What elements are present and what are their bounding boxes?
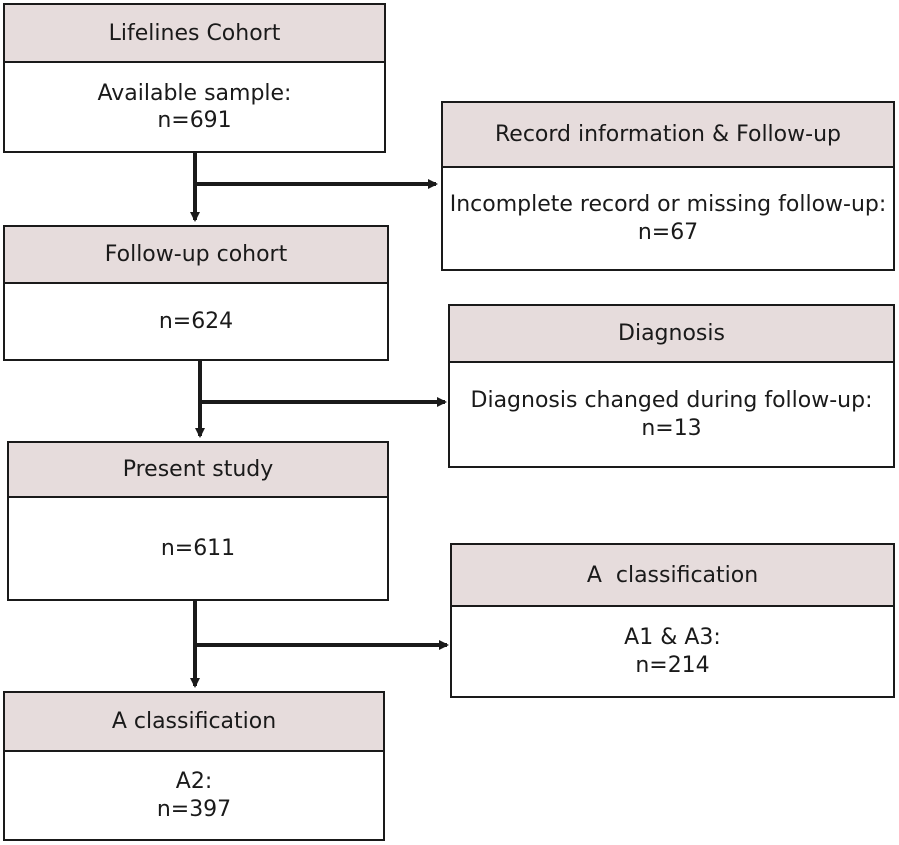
box-header: A classification — [5, 693, 383, 752]
box-body: n=611 — [9, 498, 387, 599]
box-followup-cohort: Follow-up cohort n=624 — [3, 225, 389, 361]
box-header: A classification — [452, 545, 893, 607]
box-present-study: Present study n=611 — [7, 441, 389, 601]
box-a-classification-excluded: A classification A1 & A3: n=214 — [450, 543, 895, 698]
box-diagnosis: Diagnosis Diagnosis changed during follo… — [448, 304, 895, 468]
box-count: n=624 — [158, 308, 234, 334]
box-text-line: Incomplete record or missing follow-up: — [449, 192, 887, 217]
box-header: Lifelines Cohort — [5, 5, 384, 63]
box-header: Record information & Follow-up — [443, 103, 893, 168]
box-text-line: A1 & A3: — [624, 625, 721, 650]
box-header: Follow-up cohort — [5, 227, 387, 284]
box-body: Incomplete record or missing follow-up: … — [443, 168, 893, 269]
box-body: A2: n=397 — [5, 752, 383, 839]
box-header: Present study — [9, 443, 387, 498]
box-count: n=13 — [641, 415, 702, 441]
box-body: n=624 — [5, 284, 387, 359]
box-body: Diagnosis changed during follow-up: n=13 — [450, 363, 893, 466]
box-record-information: Record information & Follow-up Incomplet… — [441, 101, 895, 271]
box-a-classification-included: A classification A2: n=397 — [3, 691, 385, 841]
box-count: n=397 — [156, 796, 232, 822]
box-body: A1 & A3: n=214 — [452, 607, 893, 696]
box-count: n=67 — [637, 219, 699, 245]
box-text-line: Available sample: — [97, 80, 292, 106]
box-lifelines-cohort: Lifelines Cohort Available sample: n=691 — [3, 3, 386, 153]
box-count: n=691 — [157, 108, 232, 133]
box-header: Diagnosis — [450, 306, 893, 363]
box-body: Available sample: n=691 — [5, 63, 384, 151]
box-count: n=214 — [635, 652, 710, 678]
box-count: n=611 — [160, 535, 236, 561]
box-text-line: Diagnosis changed during follow-up: — [470, 388, 873, 413]
box-text-line: A2: — [175, 769, 213, 794]
